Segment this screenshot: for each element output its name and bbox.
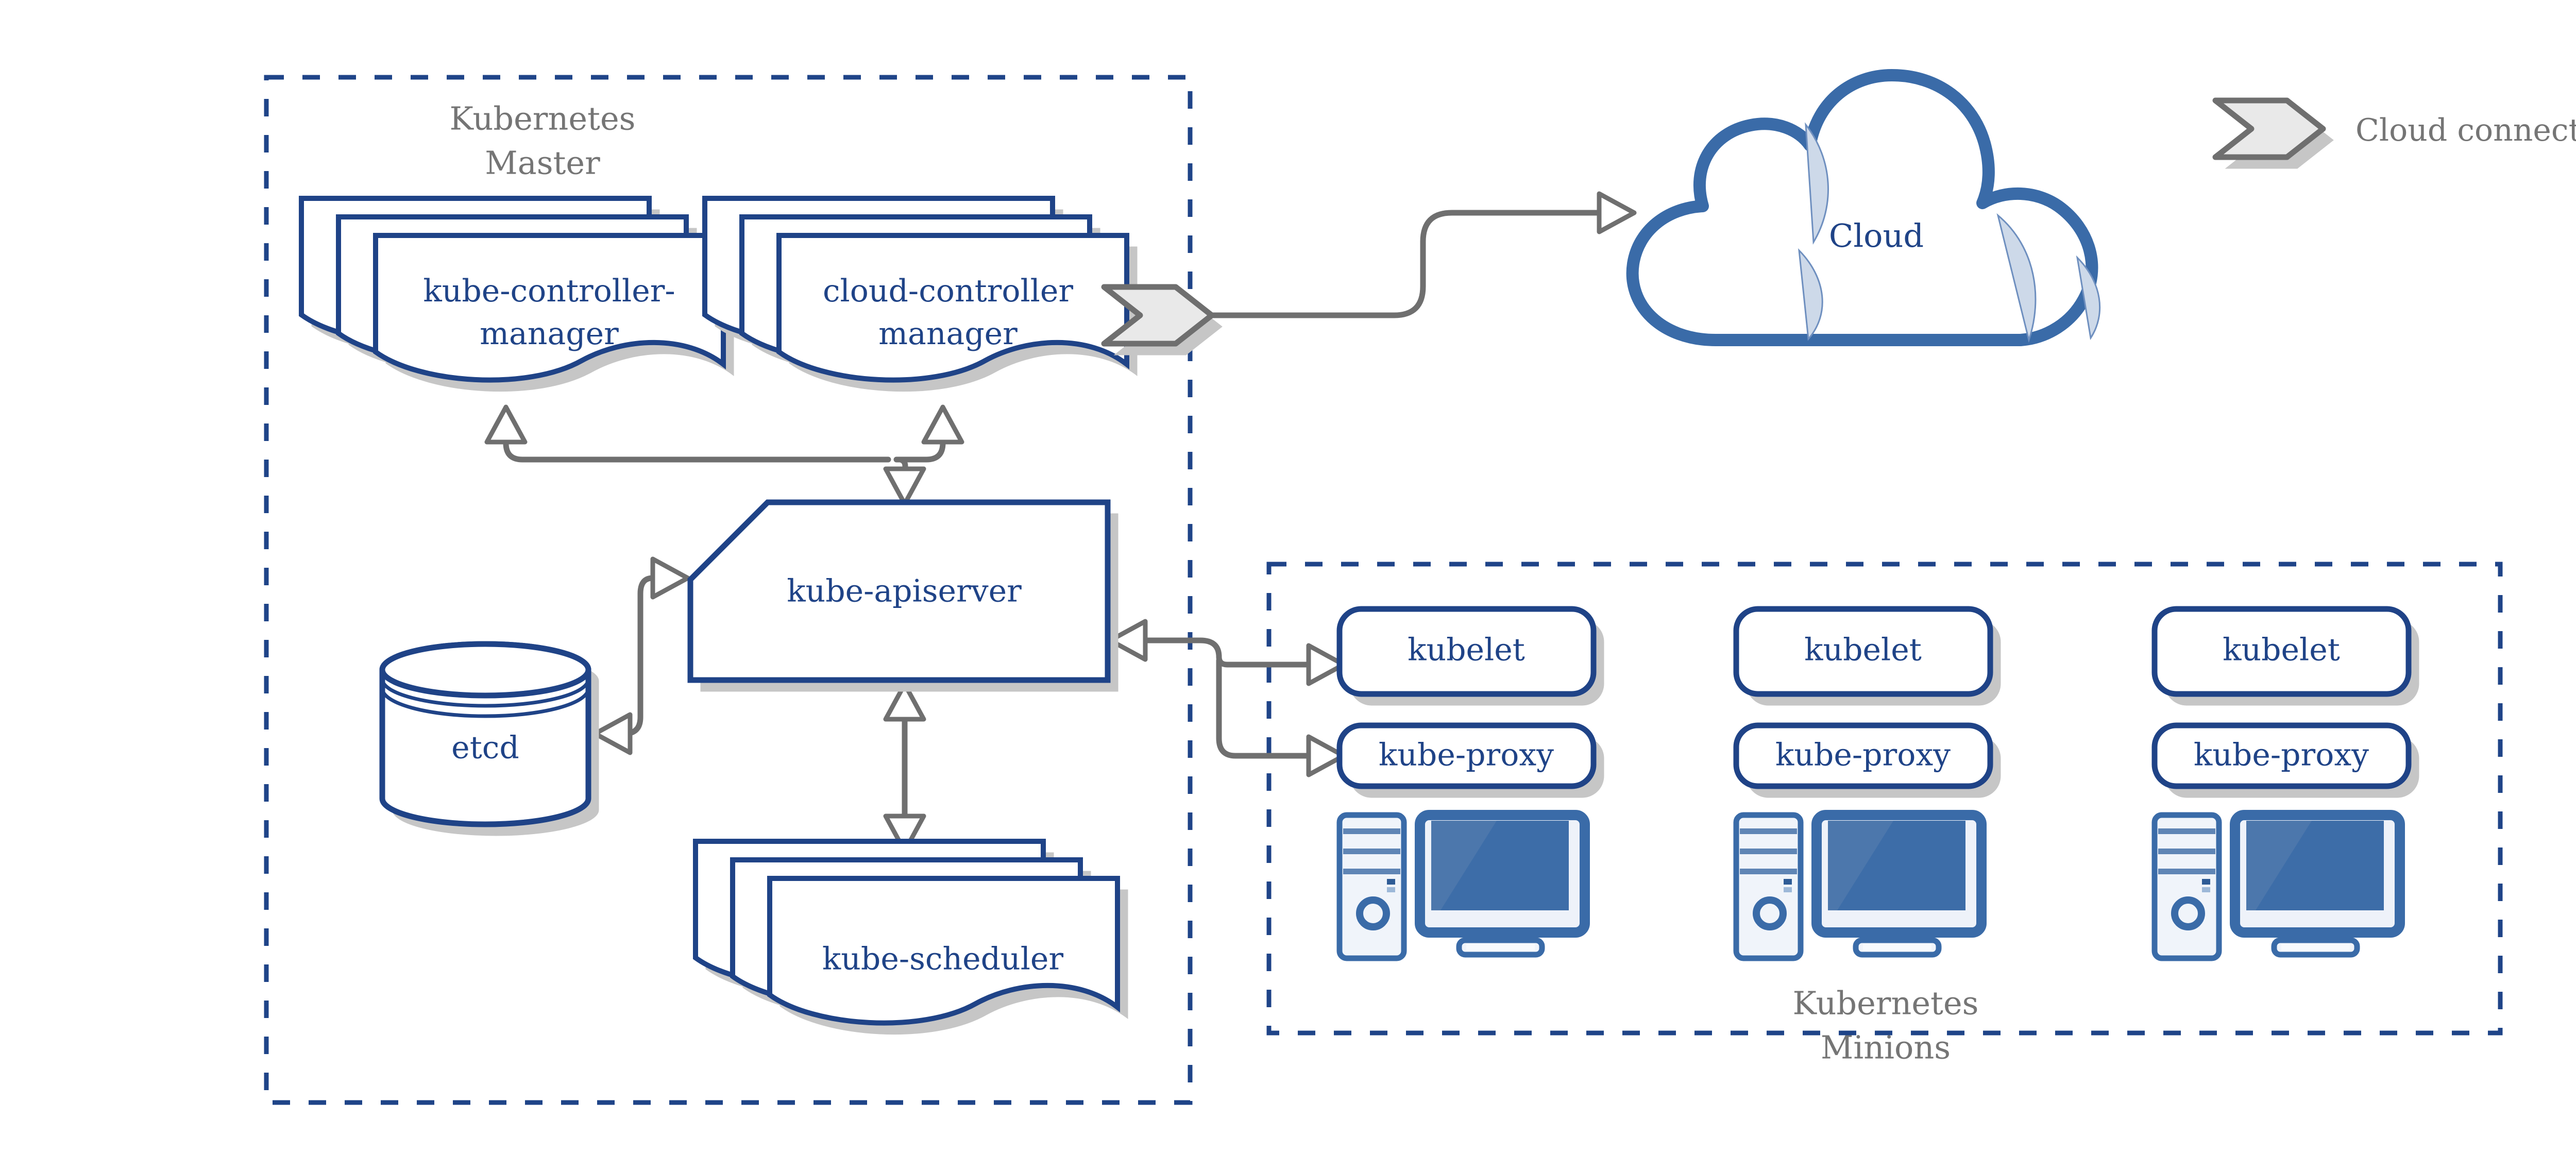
legend-chevron-icon — [2215, 100, 2334, 169]
kubelet-label: kubelet — [1804, 632, 1922, 668]
kube-proxy-label: kube-proxy — [1378, 737, 1554, 773]
cloud-highlight-crescent — [2076, 255, 2101, 341]
minions-region-label-line1: Kubernetes — [1792, 984, 1979, 1022]
cloud-controller-manager-label-line2: manager — [878, 316, 1018, 352]
kube-scheduler-label: kube-scheduler — [822, 941, 1064, 977]
kube-apiserver-label: kube-apiserver — [787, 573, 1022, 609]
arrow-apiserver-scheduler — [886, 684, 924, 851]
kube-controller-manager-label: kube-controller- manager — [423, 270, 675, 355]
master-region-label-line1: Kubernetes — [449, 99, 636, 138]
arrow-cloud-connector-to-cloud — [1209, 194, 1634, 318]
minion-computer-icon — [1736, 815, 1981, 958]
minion-node — [1336, 606, 1604, 958]
arrow-apiserver-etcd — [595, 559, 688, 753]
kube-apiserver-node — [687, 499, 1118, 692]
cloud-label: Cloud — [1828, 217, 1924, 255]
kubelet-node — [1336, 606, 1597, 697]
cloud-controller-manager-label: cloud-controller manager — [823, 270, 1073, 355]
kube-proxy-node — [1336, 722, 1597, 789]
minion-computer-icon — [1340, 815, 1585, 958]
kubelet-node — [1733, 606, 1993, 697]
kubelet-node — [2151, 606, 2412, 697]
minions-region-label-line2: Minions — [1820, 1028, 1951, 1066]
kube-proxy-label: kube-proxy — [1775, 737, 1951, 773]
kube-proxy-node — [1733, 722, 1993, 789]
etcd-cylinder — [379, 641, 599, 836]
kube-controller-manager-label-line2: manager — [480, 316, 619, 352]
cloud-controller-manager-label-line1: cloud-controller — [822, 273, 1074, 310]
kube-controller-manager-label-line1: kube-controller- — [423, 273, 675, 310]
arrow-controllers-to-apiserver — [487, 407, 962, 504]
minions-boundary — [1266, 562, 2503, 1036]
minion-node — [1733, 606, 2001, 958]
cloud-highlight-crescent — [1805, 122, 1829, 245]
minions-region-label: Kubernetes Minions — [1793, 981, 1979, 1069]
kubelet-label: kubelet — [2223, 632, 2340, 668]
kube-proxy-node — [2151, 722, 2412, 789]
master-region-label-line2: Master — [485, 144, 600, 181]
etcd-label: etcd — [451, 730, 519, 766]
arrow-apiserver-to-minions — [1110, 621, 1344, 775]
cloud-highlight-crescent — [1996, 213, 2037, 343]
legend-label: Cloud connector — [2355, 112, 2576, 148]
kube-proxy-label: kube-proxy — [2193, 737, 2369, 773]
cloud-highlight-crescent — [1798, 248, 1823, 341]
kubelet-label: kubelet — [1408, 632, 1525, 668]
master-region-label: Kubernetes Master — [450, 96, 636, 184]
minion-node — [2151, 606, 2419, 958]
cloud-shape — [1626, 69, 2101, 346]
minion-computer-icon — [2155, 815, 2400, 958]
